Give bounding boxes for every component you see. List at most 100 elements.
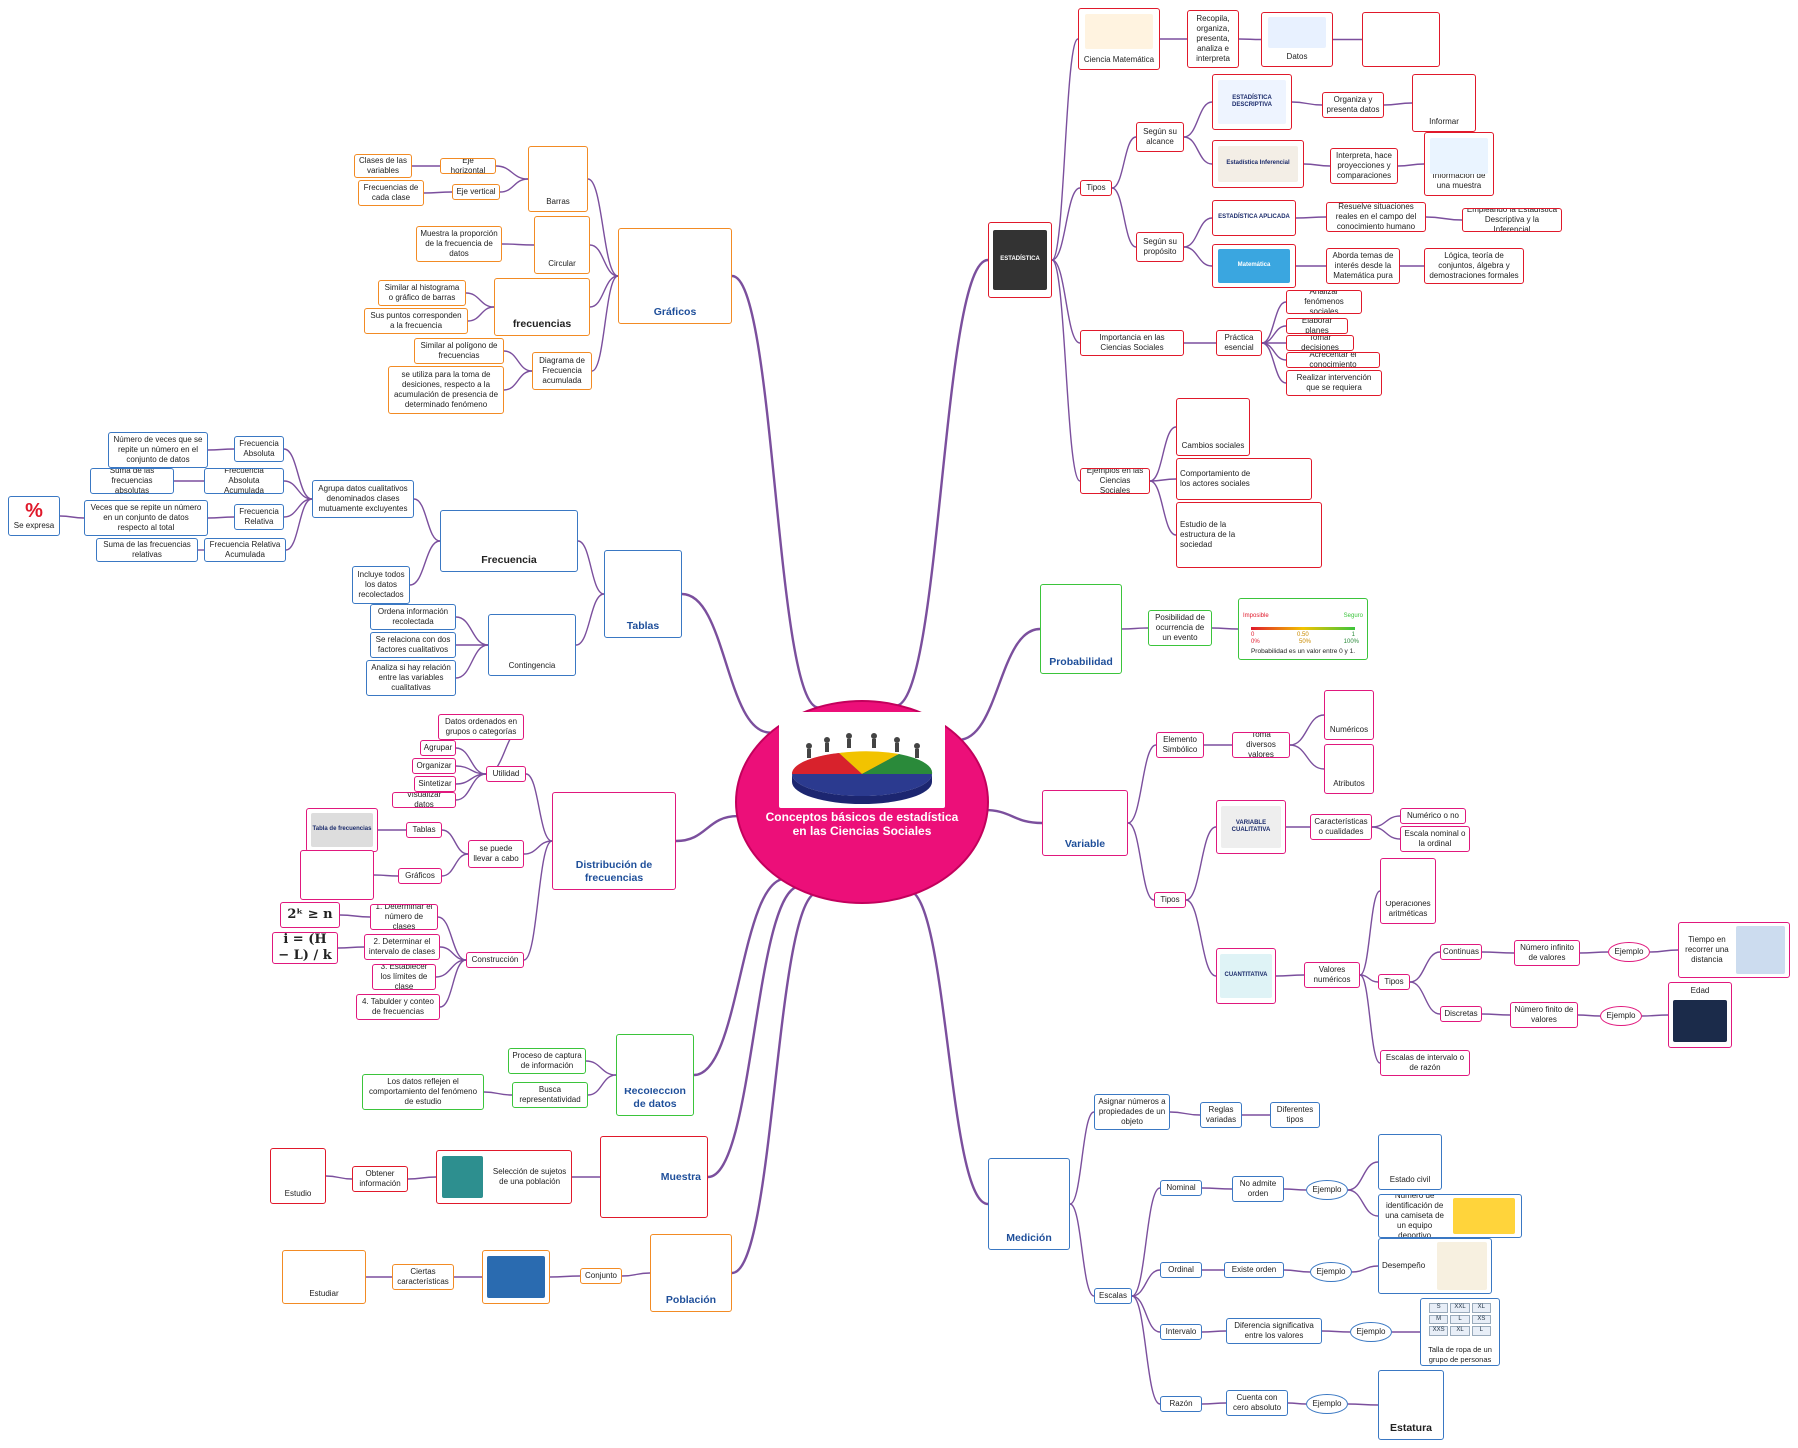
node-estado-civil[interactable]: Estado civil	[1378, 1134, 1442, 1190]
node-reflejen[interactable]: Los datos reflejen el comportamiento del…	[362, 1074, 484, 1110]
node-organizar[interactable]: Organizar	[412, 758, 456, 774]
node-escalas-intervalo[interactable]: Escalas de intervalo o de razón	[1380, 1050, 1470, 1076]
node-formula1[interactable]: 2ᵏ ≥ n	[280, 902, 340, 928]
node-tipos-var[interactable]: Tipos	[1154, 892, 1186, 908]
node-cambios[interactable]: Cambios sociales	[1176, 398, 1250, 456]
node-ejemplos[interactable]: Ejemplos en las Ciencias Sociales	[1080, 468, 1150, 494]
node-clases-var[interactable]: Clases de las variables	[354, 154, 412, 178]
node-estudio[interactable]: Estudio	[270, 1148, 326, 1204]
node-discretas[interactable]: Discretas	[1440, 1006, 1482, 1022]
node-datos[interactable]: Datos	[1261, 12, 1333, 67]
node-posibilidad[interactable]: Posibilidad de ocurrencia de un evento	[1148, 610, 1212, 646]
node-comportamiento[interactable]: Comportamiento de los actores sociales	[1176, 458, 1312, 500]
node-frec-rel-acum-def[interactable]: Suma de las frecuencias relativas	[96, 538, 198, 562]
node-continuas[interactable]: Continuas	[1440, 944, 1482, 960]
node-agrupar[interactable]: Agrupar	[420, 740, 456, 756]
node-empleando[interactable]: Empleando la Estadística Descriptiva y l…	[1462, 208, 1562, 232]
node-numericos[interactable]: Numéricos	[1324, 690, 1374, 740]
node-visualizar[interactable]: Visualizar datos	[392, 792, 456, 808]
node-organiza[interactable]: Organiza y presenta datos	[1322, 92, 1384, 118]
node-se-utiliza[interactable]: se utiliza para la toma de desiciones, r…	[388, 366, 504, 414]
node-ciencia-mat[interactable]: Ciencia Matemática	[1078, 8, 1160, 70]
node-graficos-pic[interactable]	[300, 850, 374, 900]
node-elaborar[interactable]: Elaborar planes	[1286, 318, 1348, 334]
node-estadistica[interactable]: ESTADÍSTICA	[988, 222, 1052, 298]
node-diferencia[interactable]: Diferencia significativa entre los valor…	[1226, 1318, 1322, 1344]
node-practica[interactable]: Práctica esencial	[1216, 330, 1262, 356]
node-tiempo[interactable]: Tiempo en recorrer una distancia	[1678, 922, 1790, 978]
node-frec-abs-acum[interactable]: Frecuencia Absoluta Acumulada	[204, 468, 284, 494]
node-conjunto[interactable]: Conjunto	[580, 1268, 622, 1284]
node-ordinal[interactable]: Ordinal	[1160, 1262, 1202, 1278]
node-probabilidad[interactable]: Probabilidad	[1040, 584, 1122, 674]
node-frec-abs-def[interactable]: Número de veces que se repite un número …	[108, 432, 208, 468]
node-frec-rel-def[interactable]: Veces que se repite un número en un conj…	[84, 500, 208, 536]
node-eje-h[interactable]: Eje horizontal	[440, 158, 496, 174]
node-diagrama[interactable]: Diagrama de Frecuencia acumulada	[532, 352, 592, 390]
node-datos-ordenados[interactable]: Datos ordenados en grupos o categorías	[438, 714, 524, 740]
node-tabla-frec-pic[interactable]: Tabla de frecuencias	[306, 808, 378, 852]
node-sus-puntos[interactable]: Sus puntos corresponden a la frecuencia	[364, 308, 468, 334]
node-relaciona[interactable]: Se relaciona con dos factores cualitativ…	[370, 632, 456, 658]
node-asignar[interactable]: Asignar números a propiedades de un obje…	[1094, 1094, 1170, 1130]
node-cualitativa-pic[interactable]: VARIABLE CUALITATIVA	[1216, 800, 1286, 854]
node-muestra[interactable]: Muestra	[600, 1136, 708, 1218]
node-ejemplo2[interactable]: Ejemplo	[1600, 1006, 1642, 1026]
node-atributos[interactable]: Atributos	[1324, 744, 1374, 794]
node-num-camiseta[interactable]: Número de identificación de una camiseta…	[1378, 1194, 1522, 1238]
node-busca[interactable]: Busca representatividad	[512, 1082, 588, 1108]
node-cuantitativa[interactable]: CUANTITATIVA	[1216, 948, 1276, 1004]
node-toma[interactable]: Toma diversos valores	[1232, 732, 1290, 758]
node-ej-ord[interactable]: Ejemplo	[1310, 1262, 1352, 1282]
node-contingencia[interactable]: Contingencia	[488, 614, 576, 676]
node-no-admite[interactable]: No admite orden	[1232, 1176, 1284, 1202]
node-valores-num[interactable]: Valores numéricos	[1304, 962, 1360, 988]
node-analizar[interactable]: Analizar fenómenos sociales	[1286, 290, 1362, 314]
node-obtener[interactable]: Obtener información	[352, 1166, 408, 1192]
node-paso4[interactable]: 4. Tabulder y conteo de frecuencias	[356, 994, 440, 1020]
node-tipos-est[interactable]: Tipos	[1080, 180, 1112, 196]
node-frec-clase[interactable]: Frecuencias de cada clase	[358, 180, 424, 206]
node-elemento[interactable]: Elemento Simbólico	[1156, 732, 1204, 758]
node-proceso[interactable]: Proceso de captura de información	[508, 1048, 586, 1074]
node-edad[interactable]: Edad	[1668, 982, 1732, 1048]
node-similar-pol[interactable]: Similar al polígono de frecuencias	[414, 338, 504, 364]
node-globe[interactable]	[482, 1250, 550, 1304]
node-logica[interactable]: Lógica, teoría de conjuntos, álgebra y d…	[1424, 248, 1524, 284]
node-segun-proposito[interactable]: Según su propósito	[1136, 232, 1184, 262]
node-frec-rel-acum[interactable]: Frecuencia Relativa Acumulada	[204, 538, 286, 562]
node-estatura[interactable]: Estatura	[1378, 1370, 1444, 1440]
node-frecuencia[interactable]: Frecuencia	[440, 510, 578, 572]
node-graficos[interactable]: Gráficos	[618, 228, 732, 324]
node-desempeno[interactable]: Desempeño	[1378, 1238, 1492, 1294]
node-cuenta[interactable]: Cuenta con cero absoluto	[1226, 1390, 1288, 1416]
node-frec-rel[interactable]: Frecuencia Relativa	[234, 504, 284, 530]
node-circular[interactable]: Circular	[534, 216, 590, 274]
node-descriptiva-pic[interactable]: ESTADÍSTICA DESCRIPTIVA	[1212, 74, 1292, 130]
node-incluye[interactable]: Incluye todos los datos recolectados	[352, 566, 410, 604]
node-escalas[interactable]: Escalas	[1094, 1288, 1132, 1304]
node-paso1[interactable]: 1. Determinar el número de clases	[370, 904, 438, 930]
node-acrecentar[interactable]: Acrecentar el conocimiento	[1286, 352, 1380, 368]
node-realizar[interactable]: Realizar intervención que se requiera	[1286, 370, 1382, 396]
node-barras[interactable]: Barras	[528, 146, 588, 212]
node-poblacion[interactable]: Población	[650, 1234, 732, 1312]
node-interpreta[interactable]: Interpreta, hace proyecciones y comparac…	[1330, 148, 1398, 184]
node-frec-abs-acum-def[interactable]: Suma de las frecuencias absolutas	[90, 468, 174, 494]
node-tomar[interactable]: Tomar decisiones	[1286, 335, 1354, 351]
node-analiza[interactable]: Analiza si hay relación entre las variab…	[366, 660, 456, 696]
node-ordena[interactable]: Ordena información recolectada	[370, 604, 456, 630]
node-construccion[interactable]: Construcción	[466, 952, 524, 968]
node-inferencial-pic[interactable]: Estadística Inferencial	[1212, 140, 1304, 188]
node-info-muestra[interactable]: Información de una muestra	[1424, 132, 1494, 196]
node-tablas[interactable]: Tablas	[604, 550, 682, 638]
node-eje-v[interactable]: Eje vertical	[452, 184, 500, 200]
node-aplicada-pic[interactable]: ESTADÍSTICA APLICADA	[1212, 200, 1296, 236]
node-se-puede[interactable]: se puede llevar a cabo	[468, 840, 524, 868]
node-nominal[interactable]: Nominal	[1160, 1180, 1202, 1196]
node-ej-nom[interactable]: Ejemplo	[1306, 1180, 1348, 1200]
node-seleccion[interactable]: Selección de sujetos de una población	[436, 1150, 572, 1204]
node-segun-alcance[interactable]: Según su alcance	[1136, 122, 1184, 152]
node-paso3[interactable]: 3. Establecer los límites de clase	[372, 964, 436, 990]
